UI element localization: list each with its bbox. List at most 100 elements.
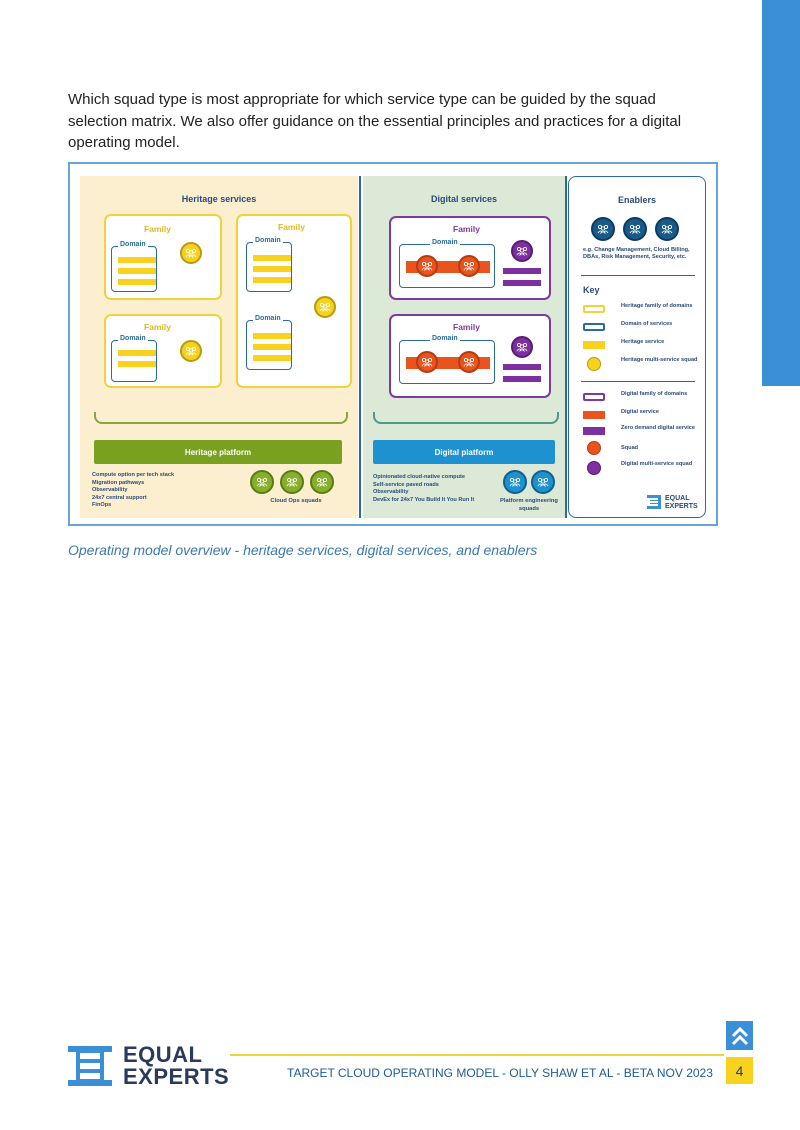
platform-engineering-squad-icon [531, 470, 555, 494]
enabler-squad-icon [591, 217, 615, 241]
digital-platform: Digital platform [373, 440, 555, 464]
platform-item: Observability [92, 487, 128, 493]
key-label: Zero demand digital service [621, 425, 695, 431]
digital-domain: Domain [399, 335, 495, 384]
key-row: Domain of services [583, 321, 701, 341]
cloud-ops-squad-icon [280, 470, 304, 494]
logo-line: EXPERTS [123, 1064, 230, 1089]
platform-engineering-label: Platform engineering squads [500, 498, 558, 512]
page-number: 4 [726, 1057, 753, 1084]
platform-engineering-squad-icon [503, 470, 527, 494]
family-label: Family [453, 322, 480, 332]
heritage-family: Family Domain [104, 214, 222, 300]
logo-line: EXPERTS [665, 502, 698, 510]
heritage-domain: Domain [111, 241, 157, 292]
platform-item: Compute option per tech stack [92, 472, 175, 478]
key-row: Digital service [583, 409, 701, 429]
key-row: Digital multi-service squad [583, 461, 701, 481]
key-swatch [587, 357, 601, 371]
back-to-top-button[interactable] [726, 1021, 753, 1050]
digital-title: Digital services [430, 194, 498, 204]
heritage-service [118, 257, 156, 263]
key-label: Domain of services [621, 321, 673, 327]
platform-item: DevEx for 24x7 You Build It You Run It [373, 496, 475, 503]
zero-demand-service [503, 268, 541, 274]
key-swatch [583, 341, 605, 349]
heritage-service [253, 344, 291, 350]
platform-item: Observability [373, 489, 409, 495]
heritage-platform-items: Compute option per tech stack Migration … [92, 472, 174, 510]
platform-item: Self-service paved roads [373, 481, 439, 488]
platform-item: FinOps [92, 502, 112, 508]
key-label: Heritage multi-service squad [621, 357, 698, 363]
double-chevron-up-icon [731, 1026, 748, 1045]
domain-label: Domain [118, 241, 148, 248]
digital-multi-service-squad-icon [511, 336, 533, 358]
heritage-service [253, 255, 291, 261]
key-label: Digital service [621, 409, 659, 415]
diagram-logo-text: EQUAL EXPERTS [665, 495, 698, 510]
logo-mark-icon [647, 495, 661, 509]
footer-rule [230, 1054, 724, 1056]
heritage-platform: Heritage platform [94, 440, 342, 464]
heritage-squad-icon [314, 296, 336, 318]
panel-divider [359, 176, 361, 518]
heritage-family: Family Domain [104, 314, 222, 388]
cloud-ops-squad-icon [250, 470, 274, 494]
key-swatch [583, 411, 605, 419]
key-row: Heritage family of domains [583, 303, 701, 323]
digital-family: Family Domain [389, 314, 551, 398]
key-swatch [583, 305, 605, 313]
digital-services-panel: Digital services Family Domain Family Do… [363, 176, 565, 518]
key-row: Heritage multi-service squad [583, 357, 701, 377]
heritage-domain: Domain [111, 335, 157, 382]
enablers-examples: e.g. Change Management, Cloud Billing, D… [583, 247, 690, 260]
footer-logo-text: EQUAL EXPERTS [123, 1044, 229, 1088]
enabler-squad-icon [623, 217, 647, 241]
equal-experts-logo-icon [68, 1046, 112, 1086]
figure-caption: Operating model overview - heritage serv… [68, 542, 538, 558]
operating-model-diagram: Heritage services Family Domain Family D… [68, 162, 718, 526]
heritage-squad-icon [180, 340, 202, 362]
zero-demand-service [503, 364, 541, 370]
heritage-domain: Domain [246, 315, 292, 370]
heritage-service [118, 279, 156, 285]
domain-label: Domain [253, 315, 283, 322]
key-label: Squad [621, 445, 639, 451]
key-label: Heritage family of domains [621, 303, 693, 309]
heritage-service [118, 361, 156, 367]
zero-demand-service [503, 280, 541, 286]
heritage-service [118, 350, 156, 356]
key-row: Heritage service [583, 339, 701, 359]
heritage-service [253, 333, 291, 339]
key-row: Squad [583, 441, 701, 461]
platform-item: Migration pathways [92, 479, 145, 486]
digital-family: Family Domain [389, 216, 551, 300]
panel-divider [565, 176, 567, 518]
squad-icon [416, 255, 438, 277]
key-swatch [583, 393, 605, 401]
heritage-service [253, 277, 291, 283]
key-label: Heritage service [621, 339, 665, 345]
platform-item: 24x7 central support [92, 494, 147, 501]
heritage-service [118, 268, 156, 274]
domain-label: Domain [253, 237, 283, 244]
heritage-squad-icon [180, 242, 202, 264]
key-swatch [587, 461, 601, 475]
digital-platform-items: Opinionated cloud-native compute Self-se… [373, 474, 474, 504]
cloud-ops-squad-icon [310, 470, 334, 494]
logo-line: EQUAL [665, 495, 690, 502]
intro-paragraph: Which squad type is most appropriate for… [68, 91, 682, 151]
sidebar-tab [762, 0, 800, 386]
squad-icon [458, 255, 480, 277]
cloud-ops-label: Cloud Ops squads [270, 498, 322, 504]
key-row: Digital family of domains [583, 391, 701, 411]
family-label: Family [144, 322, 171, 332]
squad-icon [416, 351, 438, 373]
heritage-service [253, 355, 291, 361]
heritage-services-panel: Heritage services Family Domain Family D… [80, 176, 358, 518]
heritage-title: Heritage services [181, 194, 257, 204]
diagram-logo: EQUAL EXPERTS [647, 495, 698, 514]
family-label: Family [453, 224, 480, 234]
digital-domain: Domain [399, 239, 495, 288]
